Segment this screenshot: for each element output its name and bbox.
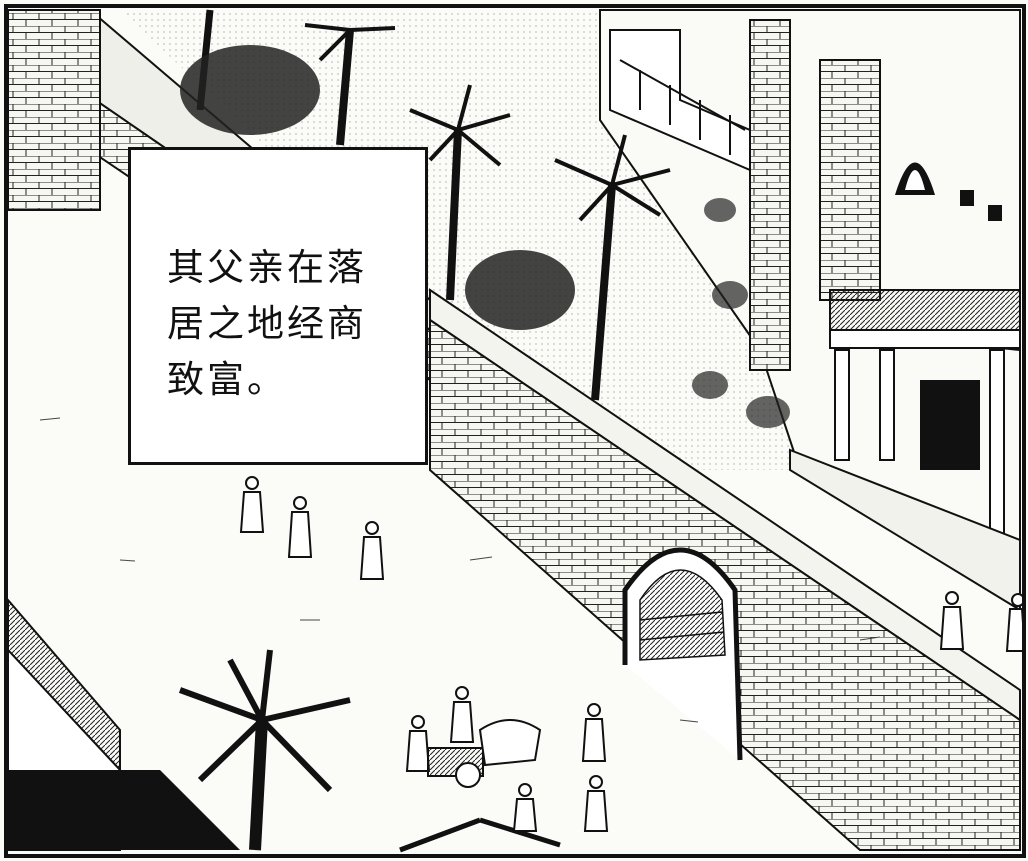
- palace-building: [599, 9, 1021, 612]
- person: [1005, 593, 1027, 652]
- person: [581, 703, 607, 762]
- narration-box: 其父亲在落 居之地经商 致富。: [128, 147, 428, 465]
- street-texture: [39, 417, 881, 723]
- ox-cart: [427, 719, 542, 788]
- person: [939, 591, 965, 650]
- person: [287, 496, 313, 558]
- person: [583, 775, 609, 832]
- bushes: [180, 45, 790, 428]
- narration-text: 其父亲在落 居之地经商 致富。: [167, 246, 367, 401]
- person: [512, 783, 538, 832]
- palace-doorway: [920, 380, 980, 470]
- people: [239, 476, 1027, 832]
- main-brick-wall: [429, 288, 1021, 851]
- person: [449, 686, 475, 743]
- person: [359, 521, 385, 580]
- person: [239, 476, 265, 533]
- foreground-palm: [178, 649, 561, 853]
- balcony: [609, 29, 751, 172]
- courtyard-palms: [196, 9, 671, 401]
- person: [405, 715, 431, 772]
- lower-left-building: [7, 597, 240, 851]
- tower: [749, 19, 791, 371]
